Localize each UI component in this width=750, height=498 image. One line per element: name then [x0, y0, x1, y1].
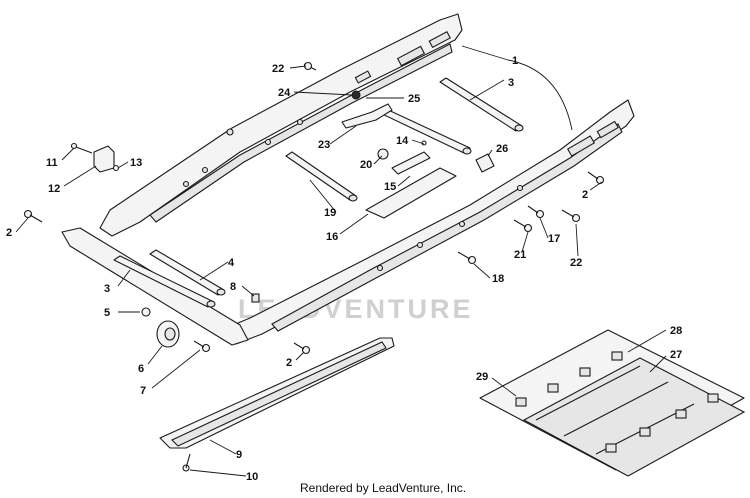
- bushing-24: [351, 90, 361, 100]
- callout-14: 14: [396, 135, 409, 147]
- callout-19: 19: [324, 207, 336, 219]
- callout-12: 12: [48, 183, 60, 195]
- callout-2-rear: 2: [582, 189, 588, 201]
- callout-9: 9: [236, 449, 242, 461]
- callout-10: 10: [246, 471, 258, 483]
- callout-20: 20: [360, 159, 372, 171]
- bracket-12: [93, 145, 115, 173]
- callout-16: 16: [326, 231, 338, 243]
- arm-23: [341, 103, 393, 129]
- callout-29: 29: [476, 371, 488, 383]
- callout-2-front: 2: [6, 227, 12, 239]
- cross-shafts: [113, 77, 524, 308]
- callout-28: 28: [670, 325, 682, 337]
- callout-22-right: 22: [570, 257, 582, 269]
- callout-3-upper: 3: [508, 77, 514, 89]
- callout-24: 24: [278, 87, 291, 99]
- callout-17: 17: [548, 233, 560, 245]
- callout-labels: 1 2 2 2 3 3 4 5 6 7 8 9 10 11 12 13 14 1…: [6, 55, 682, 483]
- callout-6: 6: [138, 363, 144, 375]
- washer-5: [141, 307, 151, 317]
- right-rail: [99, 13, 463, 237]
- callout-5: 5: [104, 307, 110, 319]
- front-slide-edge: [61, 227, 249, 346]
- callout-8: 8: [230, 281, 236, 293]
- washer-20: [377, 148, 389, 160]
- callout-23: 23: [318, 139, 330, 151]
- spring-8: [251, 293, 260, 303]
- footer-credit: Rendered by LeadVenture, Inc.: [300, 481, 466, 495]
- plate-16: [365, 167, 457, 219]
- callout-1: 1: [512, 55, 518, 67]
- callout-3-lower: 3: [104, 283, 110, 295]
- callout-4: 4: [228, 257, 235, 269]
- left-rail: [225, 99, 635, 345]
- spacer-26: [475, 153, 495, 173]
- callout-22-upper: 22: [272, 63, 284, 75]
- callout-27: 27: [670, 349, 682, 361]
- callout-18: 18: [492, 273, 504, 285]
- callout-11: 11: [46, 157, 58, 169]
- link-15: [391, 151, 431, 175]
- callout-7: 7: [140, 385, 146, 397]
- callout-25: 25: [408, 93, 420, 105]
- track-section: [479, 329, 746, 477]
- callout-26: 26: [496, 143, 508, 155]
- callout-2-lower: 2: [286, 357, 292, 369]
- callout-21: 21: [514, 249, 526, 261]
- callout-15: 15: [384, 181, 396, 193]
- callout-13: 13: [130, 157, 142, 169]
- leader-lines: [15, 45, 667, 477]
